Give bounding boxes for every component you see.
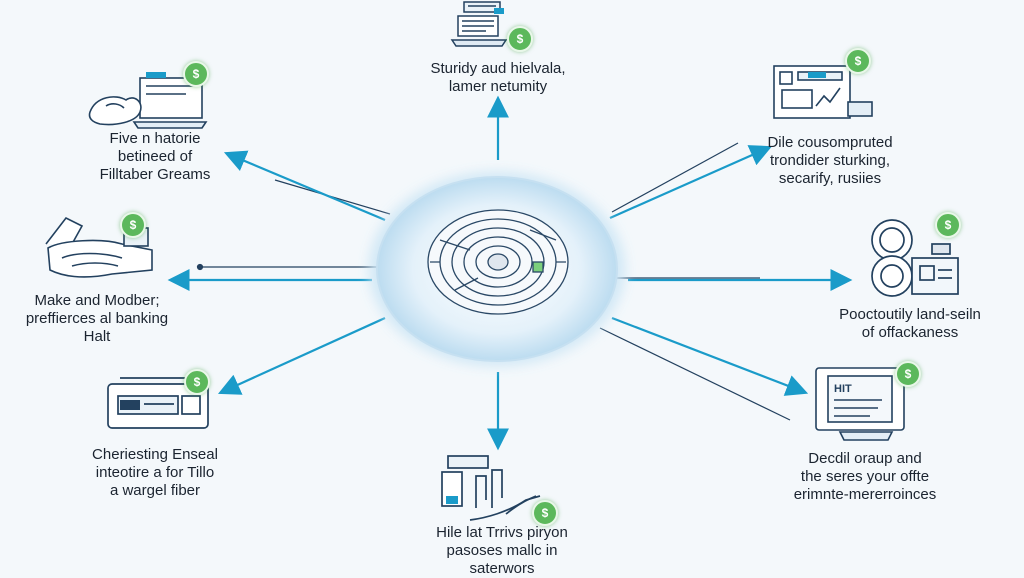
node-label-bottom-left: Cheriesting Enseal inteotire a for Tillo… [62, 446, 248, 500]
card-terminal-icon [107, 377, 209, 429]
label-line: Hile lat Trrivs piryon [436, 524, 568, 541]
badge-mid-left: $ [120, 212, 146, 238]
blue-arrows [167, 95, 853, 451]
node-label-mid-left: Make and Modber; preffierces al banking … [4, 292, 190, 346]
badge-top-right: $ [845, 48, 871, 74]
badge-bottom: $ [532, 500, 558, 526]
badge-bottom-left: $ [184, 369, 210, 395]
laptop-stack-icon [450, 1, 508, 47]
label-line: lamer netumity [448, 78, 548, 95]
dashboard-board-icon [773, 65, 873, 119]
node-label-top-left: Five n hatorie betineed of Filltaber Gre… [60, 130, 250, 184]
label-line: Decdil oraup and [808, 450, 922, 467]
node-label-mid-right: Pooctoutily land-seiln of offackaness [812, 306, 1008, 342]
label-line: a wargel fiber [109, 482, 201, 499]
svg-text:HIT: HIT [834, 383, 852, 395]
node-label-top-right: Dile cousompruted trondider sturking, se… [735, 134, 925, 188]
node-label-top: Sturidy aud hielvala, lamer netumity [388, 60, 608, 96]
label-line: the seres your offte [800, 468, 930, 485]
label-line: erimnte-mererroinces [793, 486, 937, 503]
node-label-bottom: Hile lat Trrivs piryon pasoses mallc in … [404, 524, 600, 578]
label-line: saterwors [469, 560, 535, 577]
label-line: Five n hatorie [109, 130, 201, 147]
label-line: secarify, rusiies [778, 170, 882, 187]
node-label-bottom-right: Decdil oraup and the seres your offte er… [762, 450, 968, 504]
label-line: betineed of [117, 148, 193, 165]
document-screen-icon: HIT [815, 367, 905, 441]
label-line: of offackaness [861, 324, 959, 341]
hand-laptop-icon [88, 72, 208, 129]
label-line: Cheriesting Enseal [92, 446, 218, 463]
label-line: Sturidy aud hielvala, [430, 60, 566, 77]
label-line: Dile cousompruted [767, 134, 893, 151]
camera-safe-icon [871, 219, 959, 297]
label-line: Halt [83, 328, 111, 345]
badge-bottom-right: $ [895, 361, 921, 387]
central-hub [369, 172, 625, 366]
label-line: Make and Modber; [34, 292, 160, 309]
label-line: pasoses mallc in [446, 542, 558, 559]
label-line: Filltaber Greams [99, 166, 211, 183]
label-line: inteotire a for Tillo [95, 464, 215, 481]
thin-connector-lines [196, 142, 791, 421]
circular-maze-disc-icon [427, 209, 569, 315]
badge-mid-right: $ [935, 212, 961, 238]
badge-top-left: $ [183, 61, 209, 87]
label-line: trondider sturking, [769, 152, 891, 169]
hand-chart-icon [441, 455, 541, 521]
badge-top: $ [507, 26, 533, 52]
label-line: preffierces al banking [25, 310, 169, 327]
label-line: Pooctoutily land-seiln [839, 306, 981, 323]
